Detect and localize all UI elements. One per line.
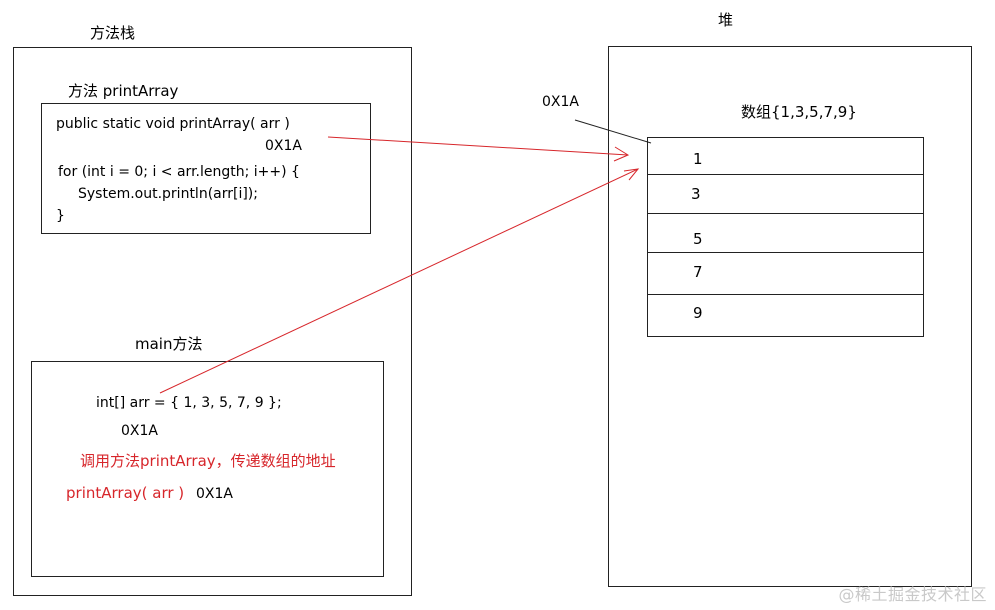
heap-address: 0X1A <box>542 94 579 110</box>
heap-array-label: 数组{1,3,5,7,9} <box>741 103 857 121</box>
stack-title: 方法栈 <box>90 24 136 42</box>
heap-array-table: 1 3 5 7 9 <box>647 137 924 337</box>
print-method-box <box>41 103 371 234</box>
print-method-body-line: System.out.println(arr[i]); <box>78 186 258 202</box>
arrow-main-to-array <box>159 168 640 394</box>
heap-title: 堆 <box>718 11 734 29</box>
watermark: @稀土掘金技术社区 <box>838 585 987 604</box>
array-divider <box>648 213 923 214</box>
heap-frame <box>608 46 972 587</box>
main-call-line: printArray( arr ) <box>66 484 185 502</box>
array-divider <box>648 174 923 175</box>
array-divider <box>648 294 923 295</box>
array-cell-2: 5 <box>693 230 703 248</box>
main-method-title: main方法 <box>135 335 203 353</box>
main-call-comment: 调用方法printArray，传递数组的地址 <box>80 452 336 470</box>
main-method-box <box>31 361 384 577</box>
arrow-print-to-array <box>327 136 630 162</box>
array-cell-3: 7 <box>693 263 703 281</box>
print-method-loop-line: for (int i = 0; i < arr.length; i++) { <box>58 164 300 180</box>
array-divider <box>648 252 923 253</box>
main-address: 0X1A <box>121 423 158 439</box>
array-cell-4: 9 <box>693 304 703 322</box>
print-method-address: 0X1A <box>265 138 302 154</box>
array-cell-0: 1 <box>693 150 703 168</box>
print-method-title: 方法 printArray <box>68 82 179 100</box>
main-decl-line: int[] arr = { 1, 3, 5, 7, 9 }; <box>96 395 282 411</box>
print-method-close-brace: } <box>56 208 65 224</box>
print-method-signature: public static void printArray( arr ) <box>56 116 290 132</box>
array-cell-1: 3 <box>691 185 701 203</box>
main-call-address: 0X1A <box>196 486 233 502</box>
heap-address-pointer <box>574 119 652 144</box>
